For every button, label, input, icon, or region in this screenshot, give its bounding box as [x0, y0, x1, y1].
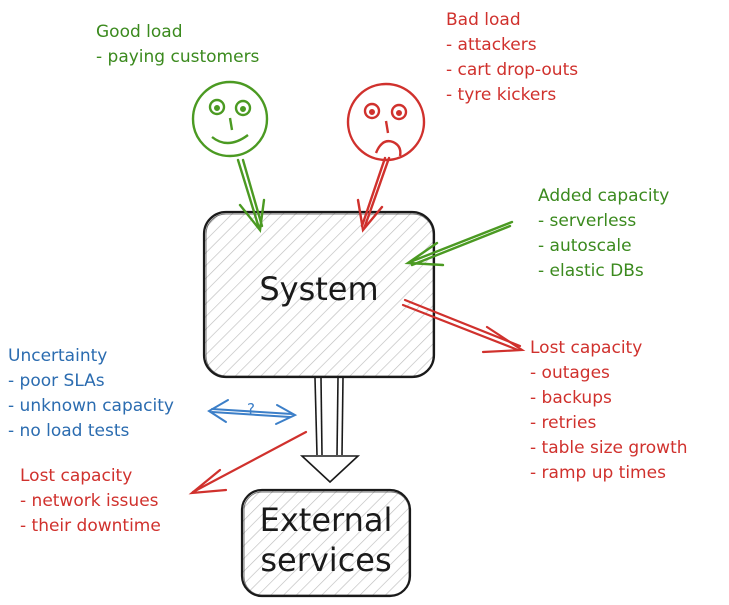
good-load-item: - paying customers — [96, 47, 260, 67]
uncertainty-item: - unknown capacity — [8, 396, 174, 416]
uncertainty-label: Uncertainty - poor SLAs - unknown capaci… — [8, 344, 174, 444]
added-capacity-item: - autoscale — [538, 236, 632, 256]
added-capacity-title: Added capacity — [538, 186, 670, 206]
good-load-label: Good load - paying customers — [96, 20, 259, 70]
external-services-box — [240, 488, 412, 598]
external-line-2: services — [260, 541, 392, 579]
bad-load-item: - cart drop-outs — [446, 60, 579, 80]
lost-capacity-external-title: Lost capacity — [20, 466, 133, 486]
good-load-arrow — [236, 158, 266, 233]
added-capacity-item: - elastic DBs — [538, 261, 644, 281]
system-to-external-arrow — [299, 377, 361, 484]
bad-load-item: - tyre kickers — [446, 85, 557, 105]
lost-capacity-system-item: - ramp up times — [530, 463, 666, 483]
lost-capacity-system-item: - outages — [530, 363, 610, 383]
uncertainty-item: - no load tests — [8, 421, 130, 441]
added-capacity-label: Added capacity - serverless - autoscale … — [538, 184, 669, 284]
uncertainty-item: - poor SLAs — [8, 371, 105, 391]
lost-capacity-system-label: Lost capacity - outages - backups - retr… — [530, 336, 688, 486]
bad-load-item: - attackers — [446, 35, 537, 55]
system-box — [202, 210, 436, 379]
bad-load-title: Bad load — [446, 10, 521, 30]
lost-capacity-system-arrow — [401, 298, 526, 354]
system-label: System — [259, 270, 379, 308]
uncertainty-question-mark: ? — [247, 400, 255, 418]
lost-capacity-external-item: - network issues — [20, 491, 159, 511]
good-load-title: Good load — [96, 22, 183, 42]
external-services-label: External services — [242, 500, 410, 580]
added-capacity-item: - serverless — [538, 211, 637, 231]
uncertainty-arrow — [207, 399, 298, 425]
lost-capacity-external-label: Lost capacity - network issues - their d… — [20, 464, 161, 539]
lost-capacity-external-item: - their downtime — [20, 516, 161, 536]
lost-capacity-system-title: Lost capacity — [530, 338, 643, 358]
bad-face-icon — [346, 82, 426, 162]
good-face-icon — [191, 80, 269, 158]
added-capacity-arrow — [404, 220, 514, 267]
lost-capacity-system-item: - backups — [530, 388, 612, 408]
bad-load-label: Bad load - attackers - cart drop-outs - … — [446, 8, 578, 108]
external-line-1: External — [259, 501, 393, 539]
bad-load-arrow — [356, 156, 391, 233]
uncertainty-title: Uncertainty — [8, 346, 108, 366]
lost-capacity-external-arrow — [188, 430, 308, 495]
lost-capacity-system-item: - table size growth — [530, 438, 688, 458]
lost-capacity-system-item: - retries — [530, 413, 597, 433]
